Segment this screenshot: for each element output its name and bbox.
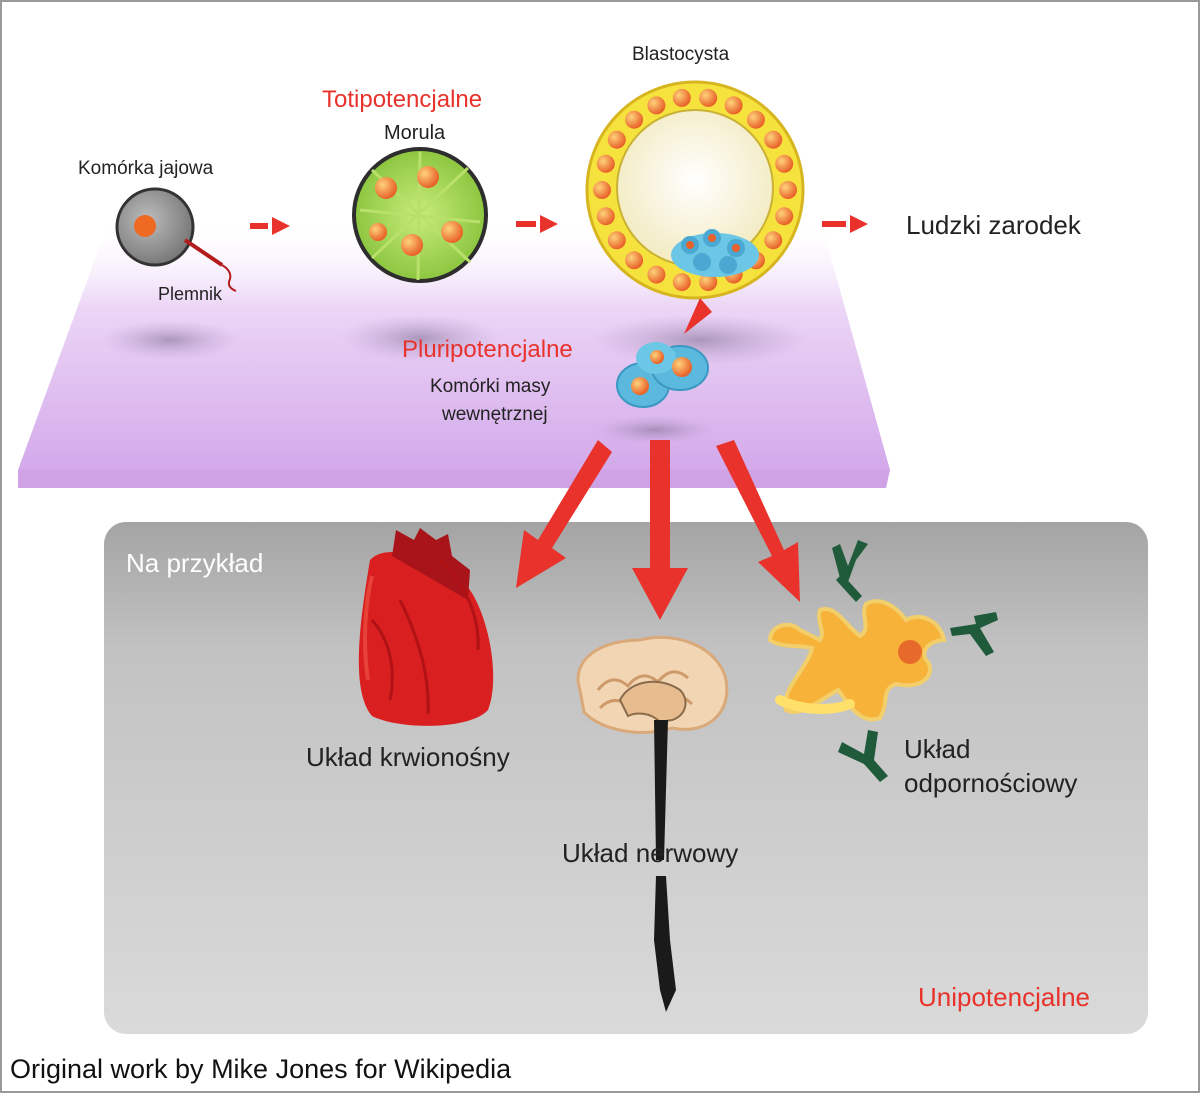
heart-icon [358, 528, 494, 726]
blastocyst-icon [585, 80, 805, 334]
zygote-icon [115, 187, 237, 292]
trophoblast-cell [625, 110, 644, 129]
sperm-label: Plemnik [158, 284, 223, 304]
trophoblast-cell [607, 231, 626, 250]
spinal-cord-icon [654, 720, 676, 1012]
unipotent-label: Unipotencjalne [918, 982, 1091, 1012]
inner-cell-cluster [671, 229, 759, 277]
trophoblast-cell [764, 231, 783, 250]
example-tag: Na przykład [126, 548, 264, 578]
brain-icon [576, 635, 729, 734]
trophoblast-cell [775, 154, 794, 173]
morula-label: Morula [384, 122, 446, 144]
antibody-icon-2 [950, 612, 998, 656]
inner-mass-label-line2: wewnętrznej [442, 404, 548, 425]
blastocyst-label: Blastocysta [632, 44, 730, 65]
inner-mass-label-line1: Komórki masy [430, 376, 551, 397]
nervous-label: Układ nerwowy [562, 838, 739, 868]
trophoblast-cell [724, 96, 743, 115]
arrow-to-immune [716, 440, 800, 602]
trophoblast-cell [775, 207, 794, 226]
morula-icon [352, 147, 488, 283]
trophoblast-cell [699, 273, 718, 292]
pluripotent-label: Pluripotencjalne [402, 336, 573, 363]
trophoblast-cell [764, 130, 783, 149]
trophoblast-cell [647, 265, 666, 284]
trophoblast-cell [647, 96, 666, 115]
totipotent-label: Totipotencjalne [322, 86, 483, 113]
inner-mass-shadow [595, 416, 715, 444]
trophoblast-cell [746, 110, 765, 129]
circulatory-label: Układ krwionośny [306, 742, 510, 772]
zygote-shadow [100, 320, 240, 360]
arrow-blastocyst-embryo [822, 215, 868, 233]
antibody-icon-3 [838, 730, 888, 782]
immune-label-line1: Układ [904, 734, 971, 764]
trophoblast-cell [779, 181, 797, 199]
immune-label-line2: odpornościowy [904, 768, 1078, 798]
immune-cell-icon [767, 599, 947, 722]
antibody-icon-1 [832, 540, 868, 602]
trophoblast-cell [672, 273, 691, 292]
embryo-label: Ludzki zarodek [906, 210, 1081, 240]
arrow-to-nervous [632, 440, 688, 620]
morula-shadow [340, 314, 500, 362]
trophoblast-cell [625, 251, 644, 270]
trophoblast-cell [596, 207, 615, 226]
trophoblast-cell [699, 88, 718, 107]
trophoblast-cell [596, 154, 615, 173]
trophoblast-cell [607, 130, 626, 149]
zygote-label: Komórka jajowa [78, 158, 214, 179]
credit-text: Original work by Mike Jones for Wikipedi… [10, 1054, 512, 1084]
arrow-zygote-morula [250, 217, 290, 235]
arrow-morula-blastocyst [516, 215, 558, 233]
trophoblast-cell [672, 88, 691, 107]
trophoblast-cell [593, 181, 611, 199]
arrow-to-circulatory [516, 440, 612, 588]
platform-edge [18, 470, 890, 488]
inner-mass-cells-icon [616, 342, 709, 408]
